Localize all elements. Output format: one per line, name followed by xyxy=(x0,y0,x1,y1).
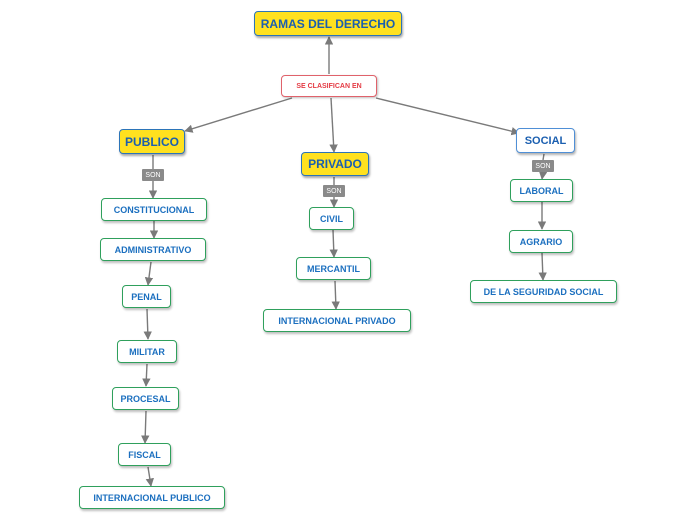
leaf-constitucional[interactable]: CONSTITUCIONAL xyxy=(101,198,207,221)
son-tag-social: SON xyxy=(532,160,554,172)
arrow-fiscal-internacional-publico xyxy=(145,466,154,487)
branch-publico[interactable]: PUBLICO xyxy=(119,129,185,154)
arrow-civil-mercantil xyxy=(329,229,338,258)
arrow-procesal-fiscal xyxy=(141,410,150,444)
arrow-social-tag xyxy=(542,153,545,161)
leaf-mercantil[interactable]: MERCANTIL xyxy=(296,257,371,280)
arrow-militar-procesal xyxy=(142,363,151,387)
branch-social[interactable]: SOCIAL xyxy=(516,128,575,153)
leaf-internacional-publico[interactable]: INTERNACIONAL PUBLICO xyxy=(79,486,225,509)
leaf-laboral[interactable]: LABORAL xyxy=(510,179,573,202)
leaf-penal[interactable]: PENAL xyxy=(122,285,171,308)
leaf-agrario[interactable]: AGRARIO xyxy=(509,230,573,253)
root-topic[interactable]: RAMAS DEL DERECHO xyxy=(254,11,402,36)
arrow-mercantil-internacional-privado xyxy=(331,280,340,310)
leaf-internacional-privado[interactable]: INTERNACIONAL PRIVADO xyxy=(263,309,411,332)
leaf-administrativo[interactable]: ADMINISTRATIVO xyxy=(100,238,206,261)
arrow-administrativo-penal xyxy=(144,261,154,286)
arrow-connector-privado xyxy=(329,97,338,153)
arrow-penal-militar xyxy=(143,308,152,340)
son-tag-publico: SON xyxy=(142,169,164,181)
leaf-procesal[interactable]: PROCESAL xyxy=(112,387,179,410)
branch-privado[interactable]: PRIVADO xyxy=(301,152,369,176)
leaf-civil[interactable]: CIVIL xyxy=(309,207,354,230)
arrow-agrario-seguridad-social xyxy=(538,252,547,281)
connector-label[interactable]: SE CLASIFICAN EN xyxy=(281,75,377,97)
leaf-militar[interactable]: MILITAR xyxy=(117,340,177,363)
leaf-fiscal[interactable]: FISCAL xyxy=(118,443,171,466)
arrow-connector-social xyxy=(375,97,520,136)
son-tag-privado: SON xyxy=(323,185,345,197)
arrow-connector-publico xyxy=(184,97,293,133)
arrow-social-laboral xyxy=(538,170,548,180)
leaf-seguridad-social[interactable]: DE LA SEGURIDAD SOCIAL xyxy=(470,280,617,303)
